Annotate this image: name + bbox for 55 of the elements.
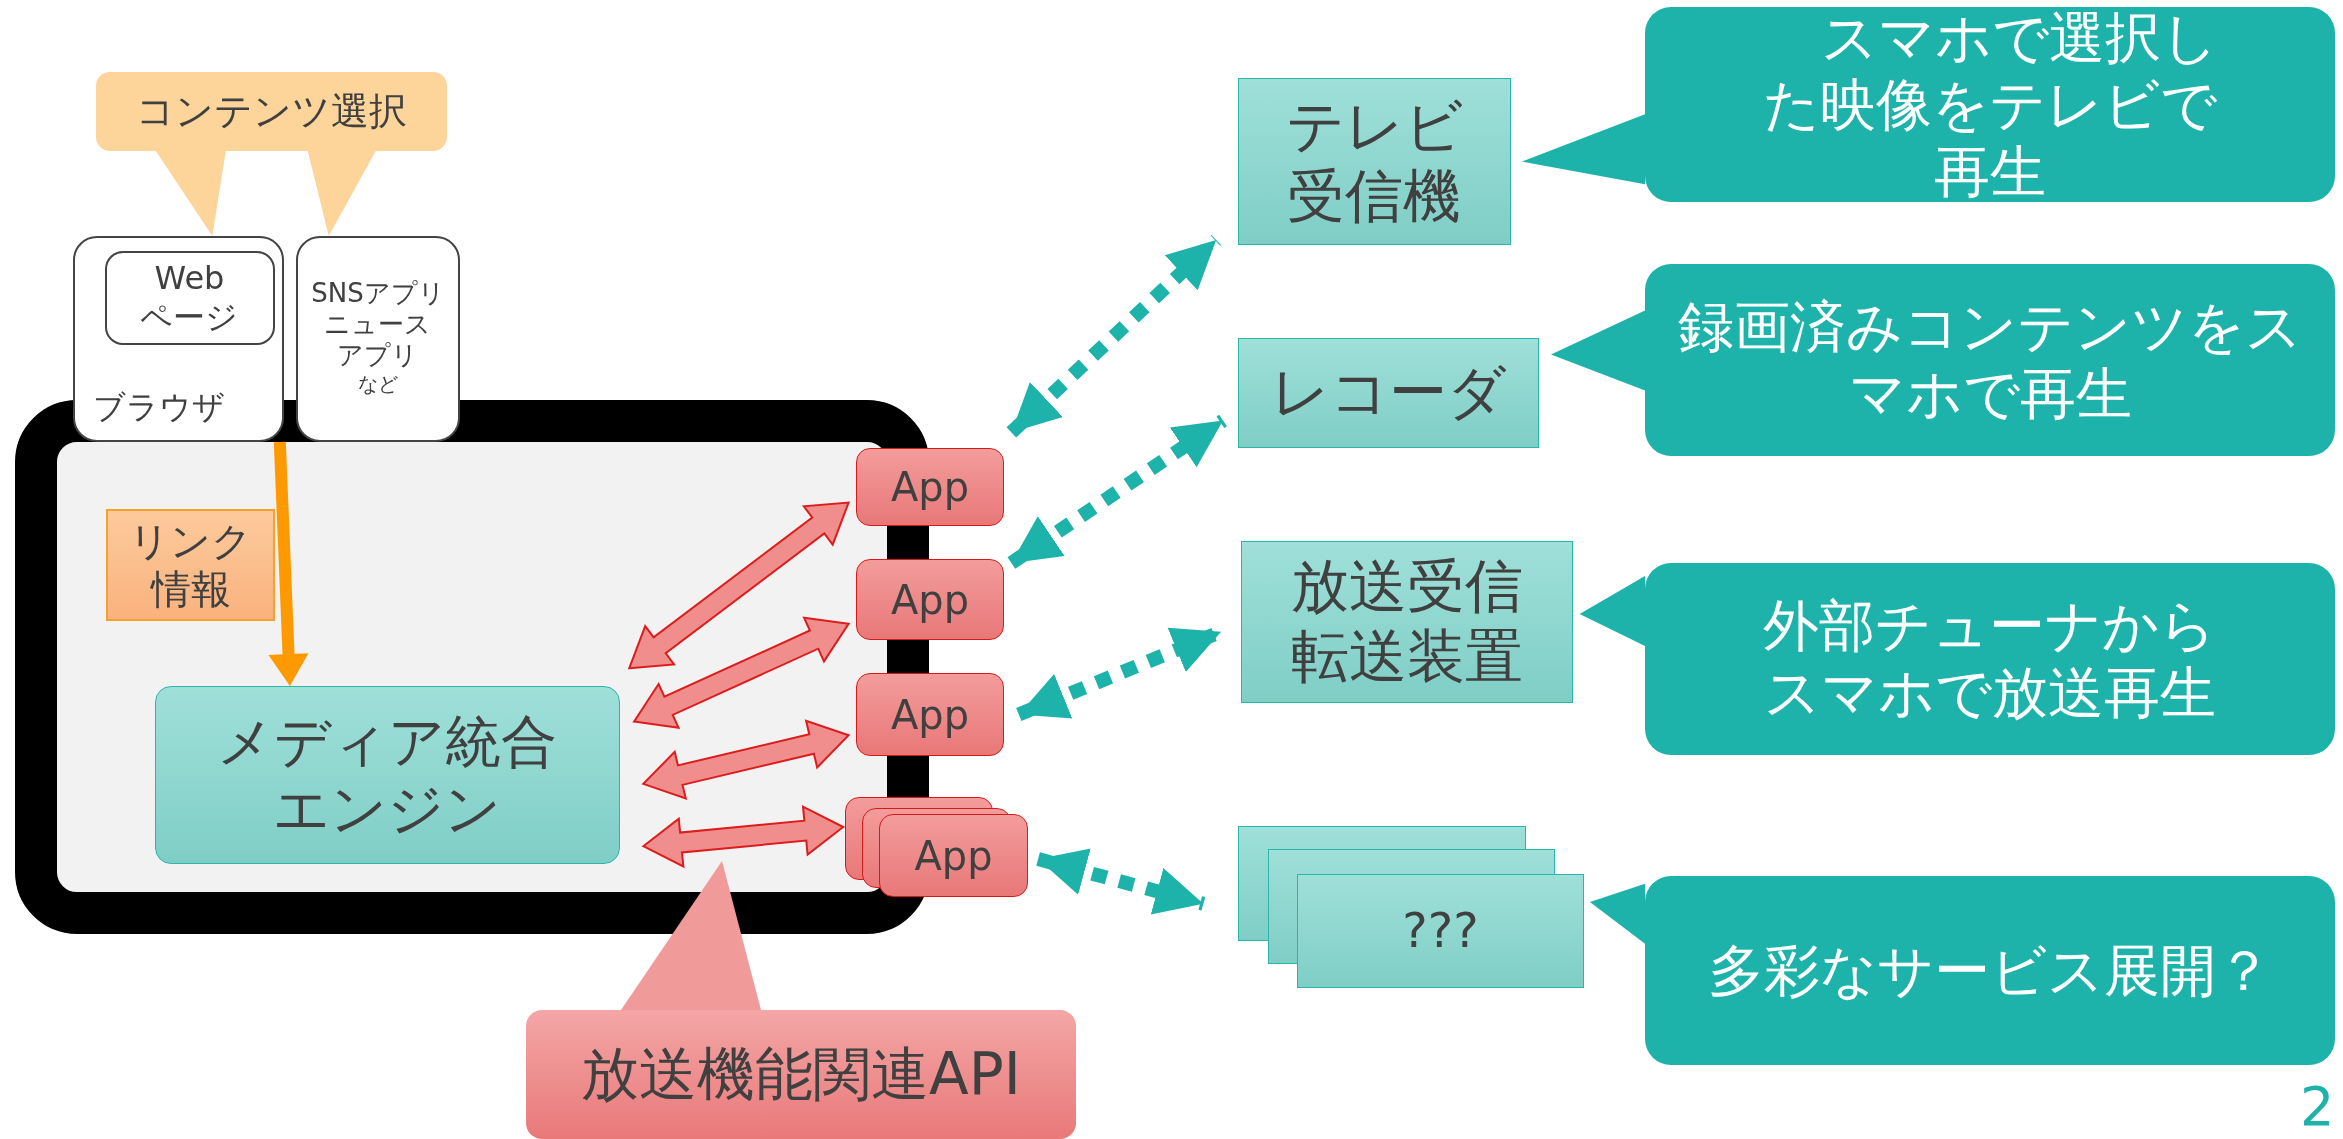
app-box-stack [845,797,1028,897]
device-box [1238,78,1511,245]
app-box [856,673,1004,756]
node-label: ??? [1402,902,1479,960]
node-label: ブラウザ [93,387,225,426]
node-label: 録画済みコンテンツをスマホで再生 [1677,292,2303,428]
node-label: など [358,371,398,396]
dotted-double-arrow [1007,414,1227,569]
callout-pointer [1589,883,1645,944]
page-number: 2 [2300,1080,2335,1134]
callout-bubble [1645,876,2335,1065]
node-label: App [914,831,993,880]
dotted-double-arrow [1006,234,1221,438]
node-label: コンテンツ選択 [136,88,407,135]
double-arrow [641,719,851,801]
double-arrow [627,501,851,670]
node-label: メディア統合エンジン [216,707,559,843]
callout-pointer [621,861,761,1010]
browser-window [73,236,284,442]
web-page-box [104,250,275,345]
node-label: ニュースアプリ [323,309,433,372]
double-arrow [632,616,851,729]
node-label: テレビ受信機 [1285,91,1464,232]
callout-pointer [155,151,226,236]
callout-bubble [1645,563,2335,755]
node-label: App [890,690,970,739]
callout-pointer [307,151,376,236]
node-label: 多彩なサービス展開？ [1708,936,2272,1005]
dotted-double-arrow [1036,848,1206,915]
node-label: SNSアプリ [311,278,445,310]
callout-bubble [1645,264,2335,456]
node-label: Web ページ [139,259,240,336]
app-box [856,448,1004,526]
device-box [1238,338,1539,448]
app-box [856,559,1004,640]
arrow [268,441,309,686]
node-label: レコーダ [1271,358,1506,428]
info-box [106,509,275,621]
double-arrow [641,805,846,869]
callout-pointer [1579,576,1645,646]
callout-pointer [1521,114,1645,185]
app-card [296,236,460,442]
node-label: 放送機能関連API [581,1039,1021,1110]
device-box [1241,541,1573,703]
node-label: 外部チューナからスマホで放送再生 [1762,591,2218,727]
engine-box [155,686,620,864]
callout-bubble [1645,7,2335,202]
node-label: App [890,575,970,624]
callout-bubble [526,1010,1076,1139]
node-label: 放送受信転送装置 [1290,552,1524,692]
callout-pointer [1551,310,1645,391]
node-label: リンク情報 [128,517,253,613]
node-label: App [890,463,970,511]
node-label: スマホで選択した映像をテレビで再生 [1762,3,2219,206]
service-box-stack [1238,826,1584,988]
